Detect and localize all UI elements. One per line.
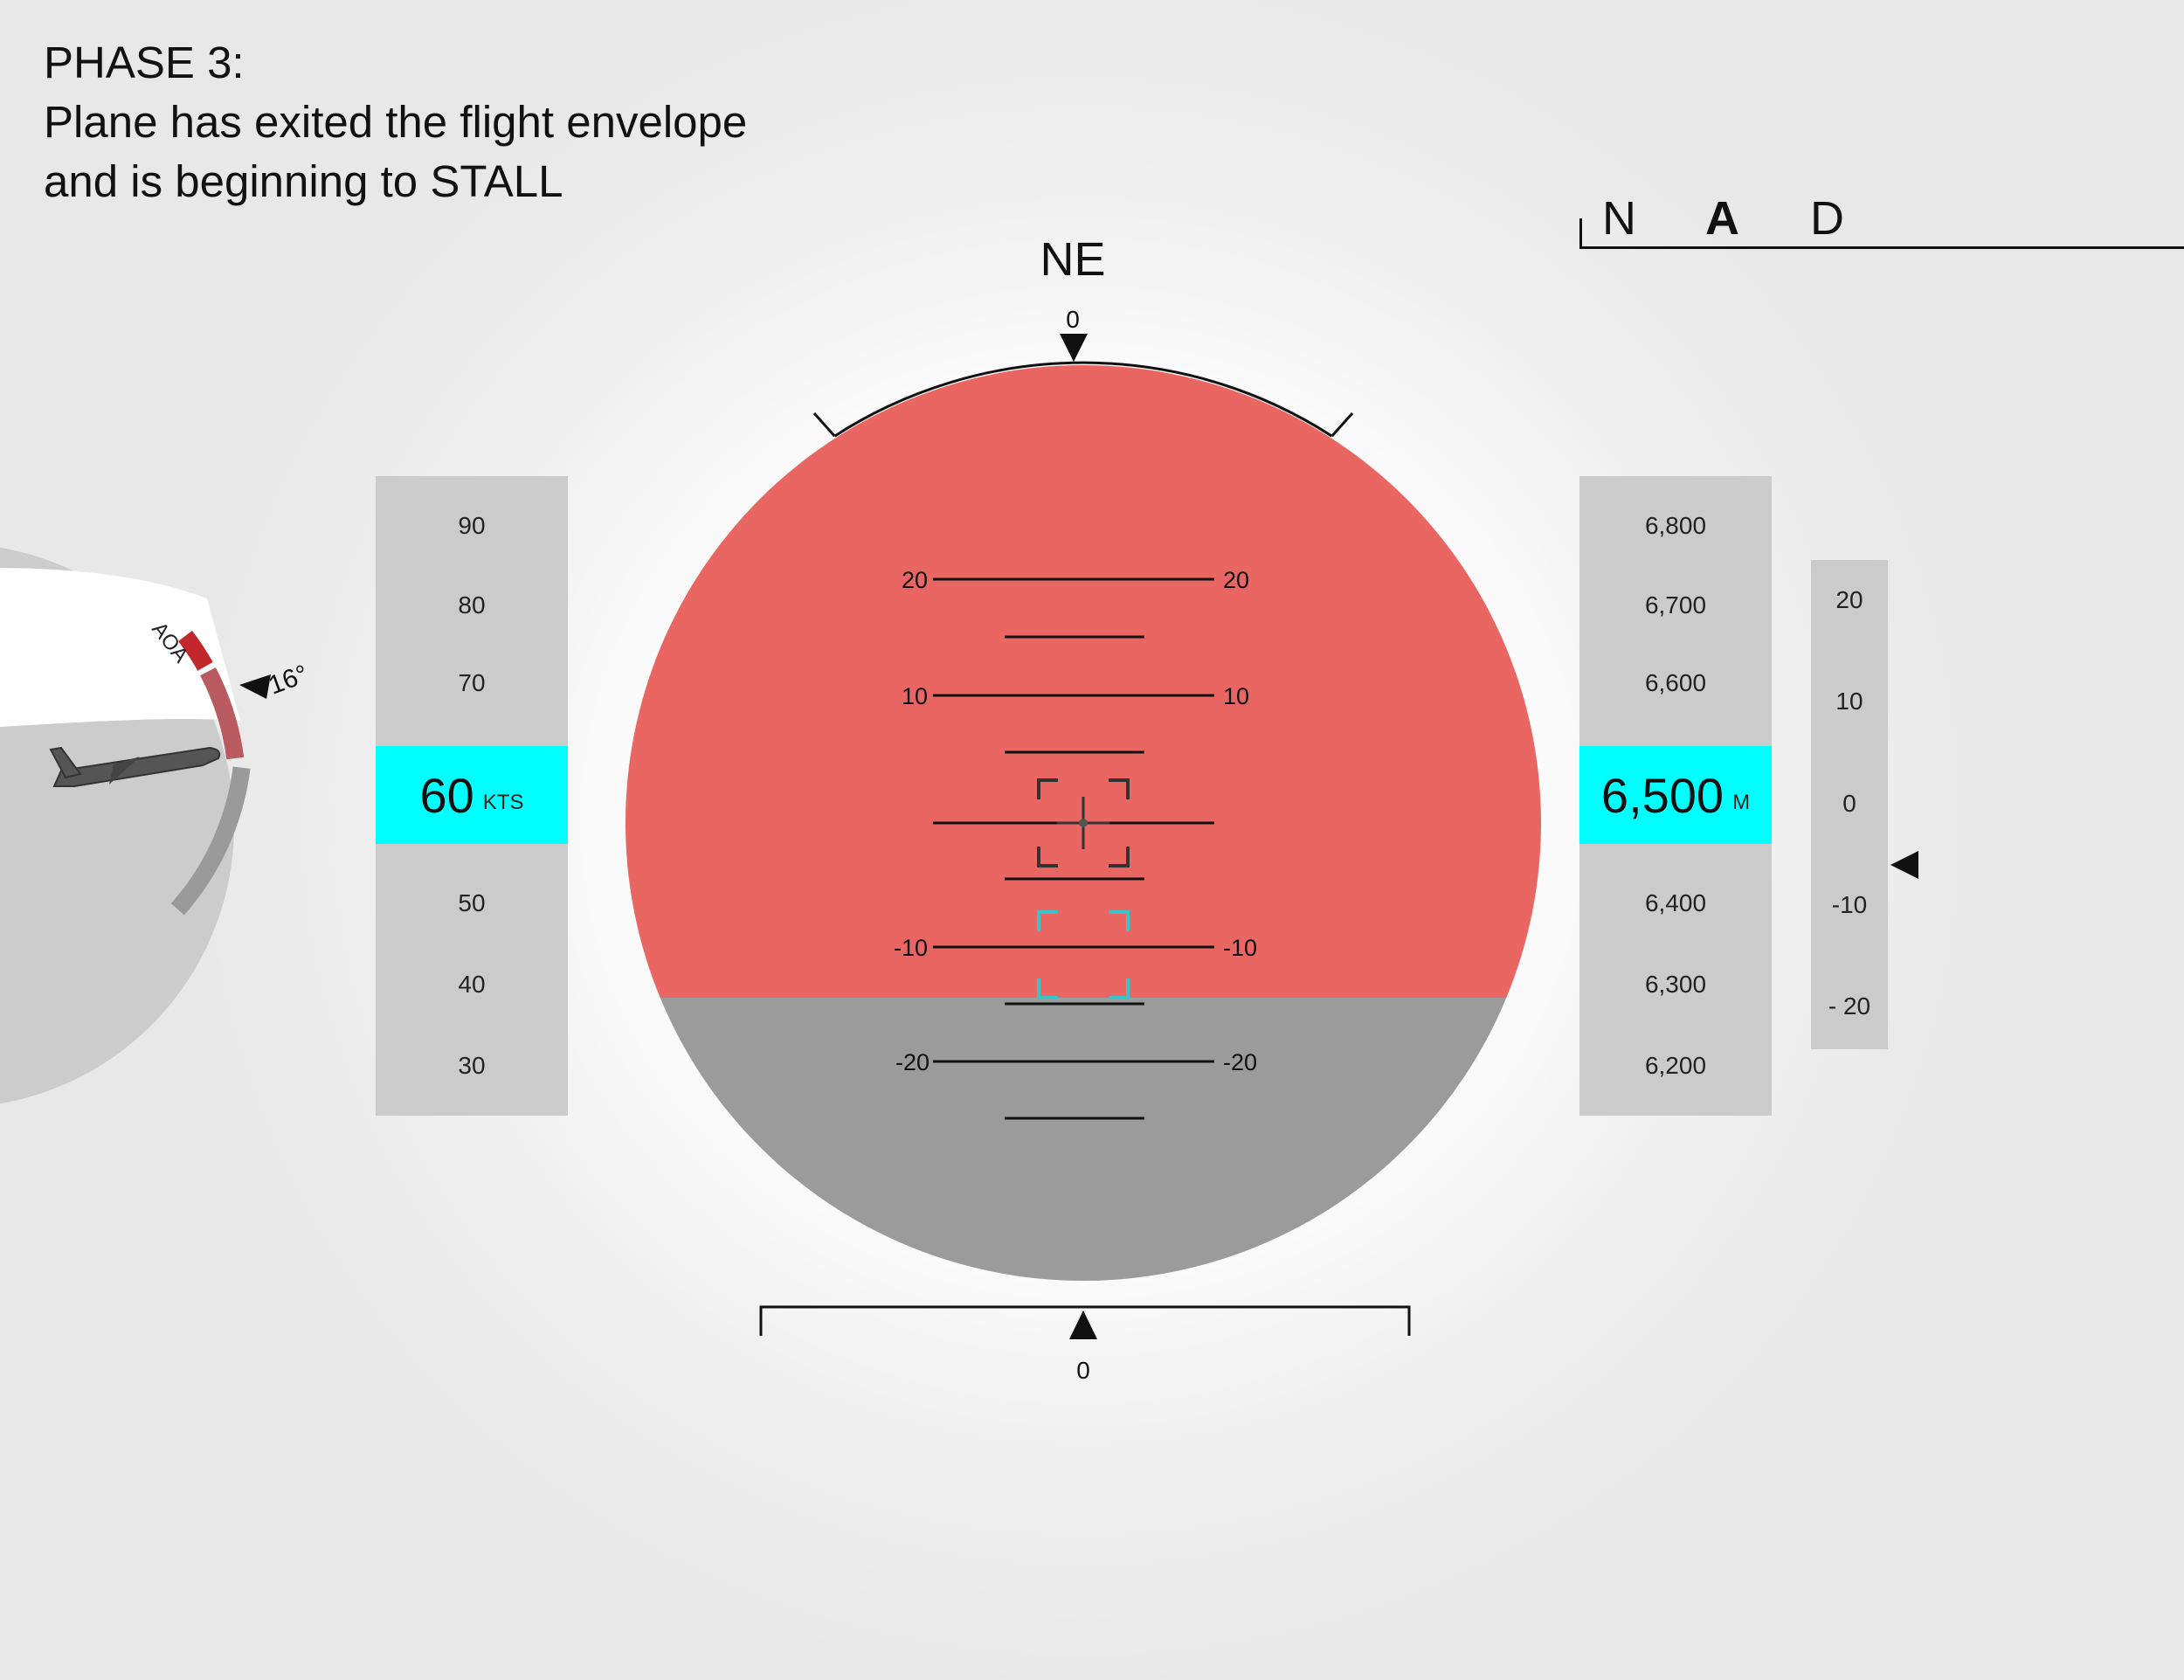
slip-indicator — [759, 1305, 1411, 1336]
roll-tick-right — [1330, 412, 1354, 438]
pitch-label-minus-10-left: -10 — [894, 935, 928, 961]
pitch-label-minus-10-right: -10 — [1223, 935, 1257, 961]
alt-tick-6700: 6,700 — [1644, 591, 1707, 619]
mode-a-button[interactable]: A — [1705, 192, 1739, 245]
speed-tick-30: 30 — [458, 1052, 486, 1079]
phase-description: PHASE 3: Plane has exited the flight env… — [44, 33, 747, 211]
aoa-value: 16° — [265, 660, 312, 701]
airspeed-tape: 90 80 70 60 KTS 50 40 30 — [376, 476, 568, 1116]
heading-pointer-icon — [1060, 334, 1088, 362]
mode-d-button[interactable]: D — [1810, 192, 1844, 245]
altitude-readout: 6,500 M — [1579, 746, 1772, 844]
airspeed-value: 60 — [419, 767, 474, 823]
phase-line-2: and is beginning to STALL — [44, 156, 563, 206]
mode-n-button[interactable]: N — [1602, 192, 1636, 245]
mode-selector: N A D — [1579, 192, 2184, 252]
airspeed-unit: KTS — [482, 791, 524, 814]
vs-tick-10: 10 — [1835, 688, 1863, 715]
aoa-gauge: AOA 16° — [0, 547, 312, 1104]
heading-label: NE — [1040, 233, 1105, 286]
mode-selector-line — [1579, 246, 2184, 249]
airplane-icon — [49, 746, 221, 787]
altitude-unit: M — [1732, 791, 1751, 814]
alt-tick-6800: 6,800 — [1644, 512, 1707, 539]
aoa-warning-arc — [177, 630, 213, 671]
pitch-ladder — [933, 577, 1214, 1120]
vs-tick-20: 20 — [1835, 586, 1863, 613]
altitude-tape: 6,800 6,700 6,600 6,500 M 6,400 6,300 6,… — [1579, 476, 1772, 1116]
alt-tick-6300: 6,300 — [1644, 971, 1707, 998]
vs-tick-minus-10: -10 — [1831, 891, 1868, 918]
slip-pointer-icon — [1069, 1310, 1097, 1339]
pitch-label-20-left: 20 — [902, 567, 928, 593]
aoa-caution-arc — [200, 667, 245, 760]
vertical-speed-tape: 20 10 0 -10 - 20 — [1811, 560, 1888, 1049]
vs-tick-minus-20: - 20 — [1828, 992, 1871, 1020]
aoa-white-band — [0, 568, 240, 727]
aircraft-reticle-icon — [1037, 778, 1130, 868]
pitch-label-minus-20-right: -20 — [1223, 1049, 1257, 1075]
pitch-label-minus-20-left: -20 — [895, 1049, 930, 1075]
roll-value: 0 — [1076, 1357, 1090, 1384]
alt-tick-6200: 6,200 — [1644, 1052, 1707, 1079]
airspeed-readout: 60 KTS — [376, 746, 568, 844]
ground — [625, 998, 1541, 1281]
vertical-speed-pointer-icon — [1890, 851, 1918, 879]
altitude-value: 6,500 — [1600, 767, 1724, 823]
sky — [625, 365, 1541, 998]
attitude-indicator: NE 0 20 20 10 10 -10 -10 -20 -20 — [625, 233, 1541, 1384]
alt-tick-6400: 6,400 — [1644, 889, 1707, 916]
heading-value: 0 — [1066, 306, 1080, 333]
vs-tick-0: 0 — [1842, 790, 1856, 817]
mode-selector-tick — [1579, 218, 1582, 249]
aoa-pointer-icon — [239, 674, 271, 699]
pitch-label-20-right: 20 — [1223, 567, 1249, 593]
roll-scale-arc — [833, 361, 1333, 438]
roll-tick-left — [812, 412, 836, 438]
pitch-label-10-right: 10 — [1223, 683, 1249, 709]
speed-tick-90: 90 — [458, 512, 486, 539]
flight-path-marker-icon — [1037, 910, 1130, 999]
speed-tick-80: 80 — [458, 591, 486, 619]
speed-tick-40: 40 — [458, 971, 486, 998]
speed-tick-50: 50 — [458, 889, 486, 916]
pitch-label-10-left: 10 — [902, 683, 928, 709]
phase-title: PHASE 3: — [44, 38, 245, 87]
alt-tick-6600: 6,600 — [1644, 669, 1707, 696]
phase-line-1: Plane has exited the flight envelope — [44, 97, 748, 147]
aoa-normal-arc — [170, 766, 251, 916]
speed-tick-70: 70 — [458, 669, 486, 696]
